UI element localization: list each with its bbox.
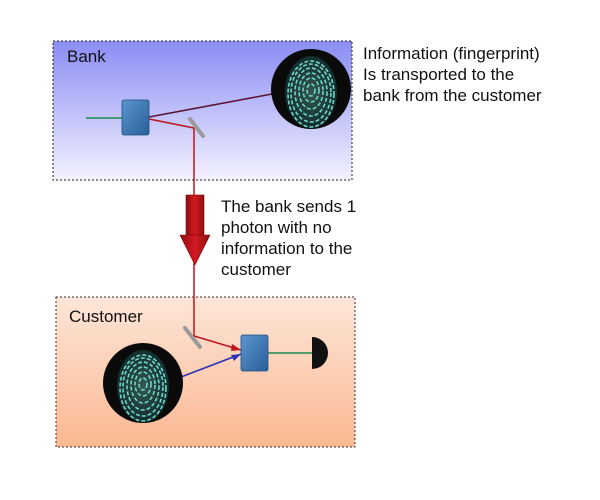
bank-label: Bank bbox=[67, 47, 106, 66]
customer-fingerprint-beam bbox=[180, 353, 242, 378]
customer-beam-splitter bbox=[240, 334, 269, 372]
customer-red-beam-arrowhead bbox=[231, 344, 241, 351]
bank-splitter-to-mirror-beam bbox=[148, 118, 195, 129]
bank-caption-line: bank from the customer bbox=[363, 86, 542, 105]
transfer-caption-line: information to the bbox=[221, 239, 353, 258]
transfer-caption-line: The bank sends 1 bbox=[221, 197, 357, 216]
customer-blue-beam-arrowhead bbox=[231, 354, 241, 361]
transfer-caption: The bank sends 1 photon with no informat… bbox=[221, 196, 356, 280]
bank-caption-line: Is transported to the bbox=[363, 65, 515, 84]
detector-icon bbox=[312, 337, 328, 369]
transfer-caption-line: photon with no bbox=[221, 218, 332, 237]
customer-mirror bbox=[183, 326, 202, 349]
transfer-caption-line: customer bbox=[221, 260, 291, 279]
customer-label: Customer bbox=[69, 307, 143, 326]
bank-beam-splitter bbox=[121, 99, 150, 136]
bank-mirror bbox=[188, 117, 205, 138]
down-arrow-icon bbox=[179, 194, 211, 266]
customer-fingerprint-icon bbox=[103, 343, 183, 423]
bank-caption: Information (fingerprint) Is transported… bbox=[363, 43, 542, 106]
bank-fingerprint-beam bbox=[148, 93, 273, 118]
bank-caption-line: Information (fingerprint) bbox=[363, 44, 540, 63]
bank-fingerprint-icon bbox=[271, 49, 351, 129]
